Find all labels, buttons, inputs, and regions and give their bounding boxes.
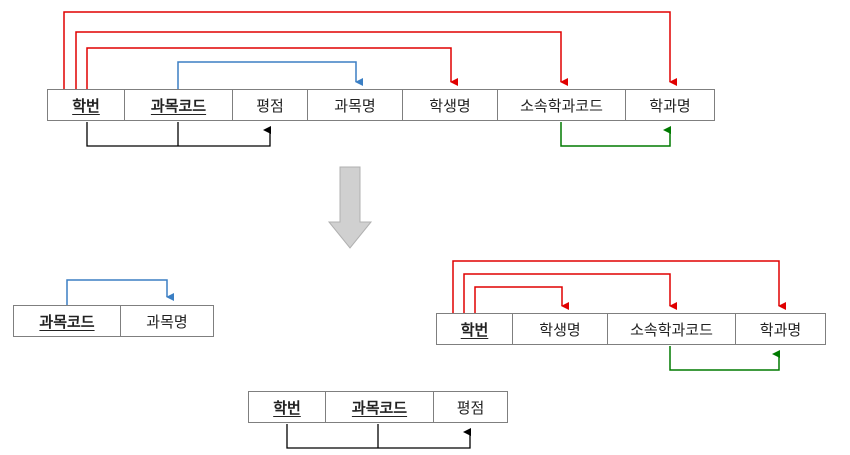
enrollment-table: 학번 과목코드 평점 <box>248 391 508 423</box>
table-cell-dept-code: 소속학과코드 <box>498 90 626 120</box>
table-cell-subject-name: 과목명 <box>146 312 188 331</box>
table-cell-dept-code: 소속학과코드 <box>608 314 736 344</box>
dep-arrow-studentid-to-studentname <box>86 47 458 89</box>
subject-table: 과목코드 과목명 <box>13 305 214 337</box>
dep-arrow-student-table-to-deptname <box>452 260 786 313</box>
dep-arrow-student-table-to-deptcode <box>463 273 677 313</box>
table-cell-grade: 평점 <box>456 398 485 417</box>
table-cell-student-id: 학번 <box>437 314 513 344</box>
table-cell-student-id: 학번 <box>48 90 125 120</box>
dep-arrow-deptcode-to-deptname <box>560 122 671 147</box>
decomposition-arrow-icon <box>327 166 373 249</box>
table-cell-subject-code: 과목코드 <box>125 90 233 120</box>
dep-arrow-studentid-to-deptname <box>63 11 677 89</box>
table-cell-student-name: 학생명 <box>403 90 498 120</box>
table-cell-student-id: 학번 <box>249 392 326 422</box>
dep-arrow-student-table-to-studentname <box>474 286 569 313</box>
dep-arrow-subjectcode-to-subjectname <box>177 61 363 89</box>
dep-arrow-student-table-transitive <box>669 346 780 371</box>
table-cell-grade: 평점 <box>233 90 308 120</box>
table-cell-dept-name: 학과명 <box>759 320 802 339</box>
dep-arrow-studentid-to-deptcode <box>75 31 568 89</box>
table-cell-dept-name: 학과명 <box>649 96 691 115</box>
table-cell-subject-name: 과목명 <box>308 90 403 120</box>
student-table: 학번 학생명 소속학과코드 학과명 <box>436 313 826 345</box>
table-cell-subject-code: 과목코드 <box>14 306 121 336</box>
dep-arrow-subject-table <box>66 279 174 305</box>
table-cell-student-name: 학생명 <box>513 314 608 344</box>
table-cell-subject-code: 과목코드 <box>326 392 434 422</box>
original-table: 학번 과목코드 평점 과목명 학생명 소속학과코드 학과명 <box>47 89 715 121</box>
